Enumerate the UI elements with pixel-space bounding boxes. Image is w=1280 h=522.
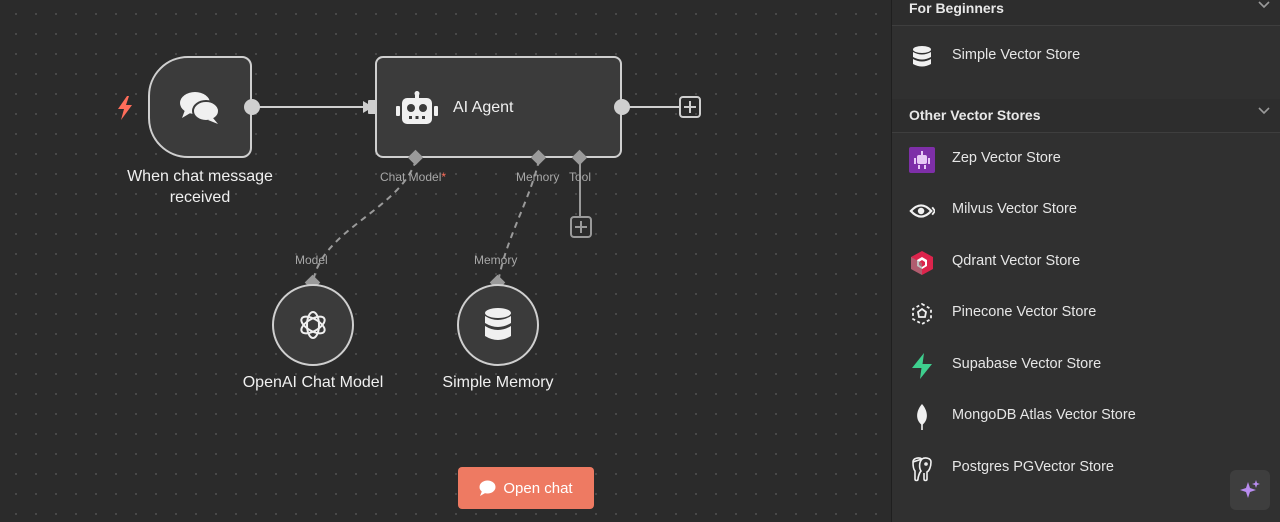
panel-item-mongodb-atlas-vector-store[interactable]: MongoDB Atlas Vector Store [892, 391, 1280, 441]
chat-trigger-node[interactable] [148, 56, 252, 158]
open-chat-label: Open chat [503, 479, 573, 497]
chat-bubbles-icon [180, 92, 220, 124]
open-chat-button[interactable]: Open chat [458, 467, 594, 509]
add-next-node-button[interactable] [679, 96, 701, 118]
openai-logo-icon [300, 311, 326, 339]
openai-node-title: OpenAI Chat Model [242, 374, 384, 391]
item-label: Postgres PGVector Store [952, 459, 1114, 475]
item-label: Zep Vector Store [952, 150, 1061, 166]
chevron-down-icon [1258, 107, 1270, 115]
trigger-title-line-1: When chat message [127, 168, 273, 185]
memory-node-title: Simple Memory [442, 374, 554, 391]
panel-item-milvus-vector-store[interactable]: Milvus Vector Store [892, 185, 1280, 235]
item-label: Qdrant Vector Store [952, 253, 1081, 269]
panel-item-zep-vector-store[interactable]: Zep Vector Store [892, 134, 1280, 184]
trigger-node-title: When chat message received [110, 166, 290, 208]
node-creator-panel: For Beginners Simple Vector Store Other … [891, 0, 1280, 522]
database-icon [485, 308, 511, 340]
memory-connection [497, 159, 540, 284]
chat-model-port-label: Chat Model* [380, 170, 446, 184]
pinecone-icon [909, 301, 935, 327]
simple-memory-node[interactable] [457, 284, 539, 366]
required-marker: * [441, 170, 447, 184]
zep-robot-icon [909, 147, 935, 173]
ai-assistant-button[interactable] [1230, 470, 1270, 510]
panel-item-qdrant-vector-store[interactable]: Qdrant Vector Store [892, 237, 1280, 287]
section-header-for-beginners[interactable]: For Beginners [892, 0, 1280, 26]
plus-icon [575, 221, 587, 233]
sparkle-icon [1240, 480, 1260, 498]
plus-icon [684, 101, 696, 113]
trigger-title-line-2: received [169, 189, 231, 206]
section-title: Other Vector Stores [909, 107, 1041, 123]
postgres-elephant-icon [909, 456, 935, 482]
section-title: For Beginners [909, 0, 1004, 16]
robot-icon [396, 91, 438, 124]
item-label: MongoDB Atlas Vector Store [952, 407, 1136, 423]
openai-chat-model-node[interactable] [272, 284, 354, 366]
chat-bubble-icon [479, 480, 496, 496]
memory-node-port-label: Memory [474, 253, 518, 267]
agent-output-port[interactable] [614, 99, 630, 115]
supabase-icon [909, 353, 935, 379]
tool-port-label: Tool [569, 170, 592, 184]
model-connection [312, 159, 417, 284]
milvus-eye-icon [909, 198, 935, 224]
panel-item-simple-vector-store[interactable]: Simple Vector Store [892, 31, 1280, 81]
agent-input-port[interactable] [368, 100, 377, 114]
connection-lines [252, 101, 680, 284]
item-label: Simple Vector Store [952, 47, 1081, 63]
chevron-down-icon [1258, 1, 1270, 9]
openai-model-port-label: Model [295, 253, 328, 267]
trigger-output-port[interactable] [244, 99, 260, 115]
panel-item-pinecone-vector-store[interactable]: Pinecone Vector Store [892, 288, 1280, 338]
section-header-other-vector-stores[interactable]: Other Vector Stores [892, 99, 1280, 133]
chat-model-label-text: Chat Model [380, 170, 442, 184]
add-tool-button[interactable] [570, 216, 592, 238]
item-label: Pinecone Vector Store [952, 304, 1097, 320]
qdrant-icon [909, 250, 935, 276]
workflow-canvas[interactable]: When chat message received AI Agent [0, 0, 891, 522]
item-label: Supabase Vector Store [952, 356, 1102, 372]
item-label: Milvus Vector Store [952, 201, 1077, 217]
panel-item-postgres-pgvector-store[interactable]: Postgres PGVector Store [892, 443, 1280, 493]
ai-agent-title: AI Agent [453, 99, 514, 116]
memory-port-label: Memory [516, 170, 560, 184]
database-icon [909, 44, 935, 70]
lightning-bolt-icon [118, 96, 132, 120]
mongodb-leaf-icon [909, 404, 935, 430]
panel-item-supabase-vector-store[interactable]: Supabase Vector Store [892, 340, 1280, 390]
